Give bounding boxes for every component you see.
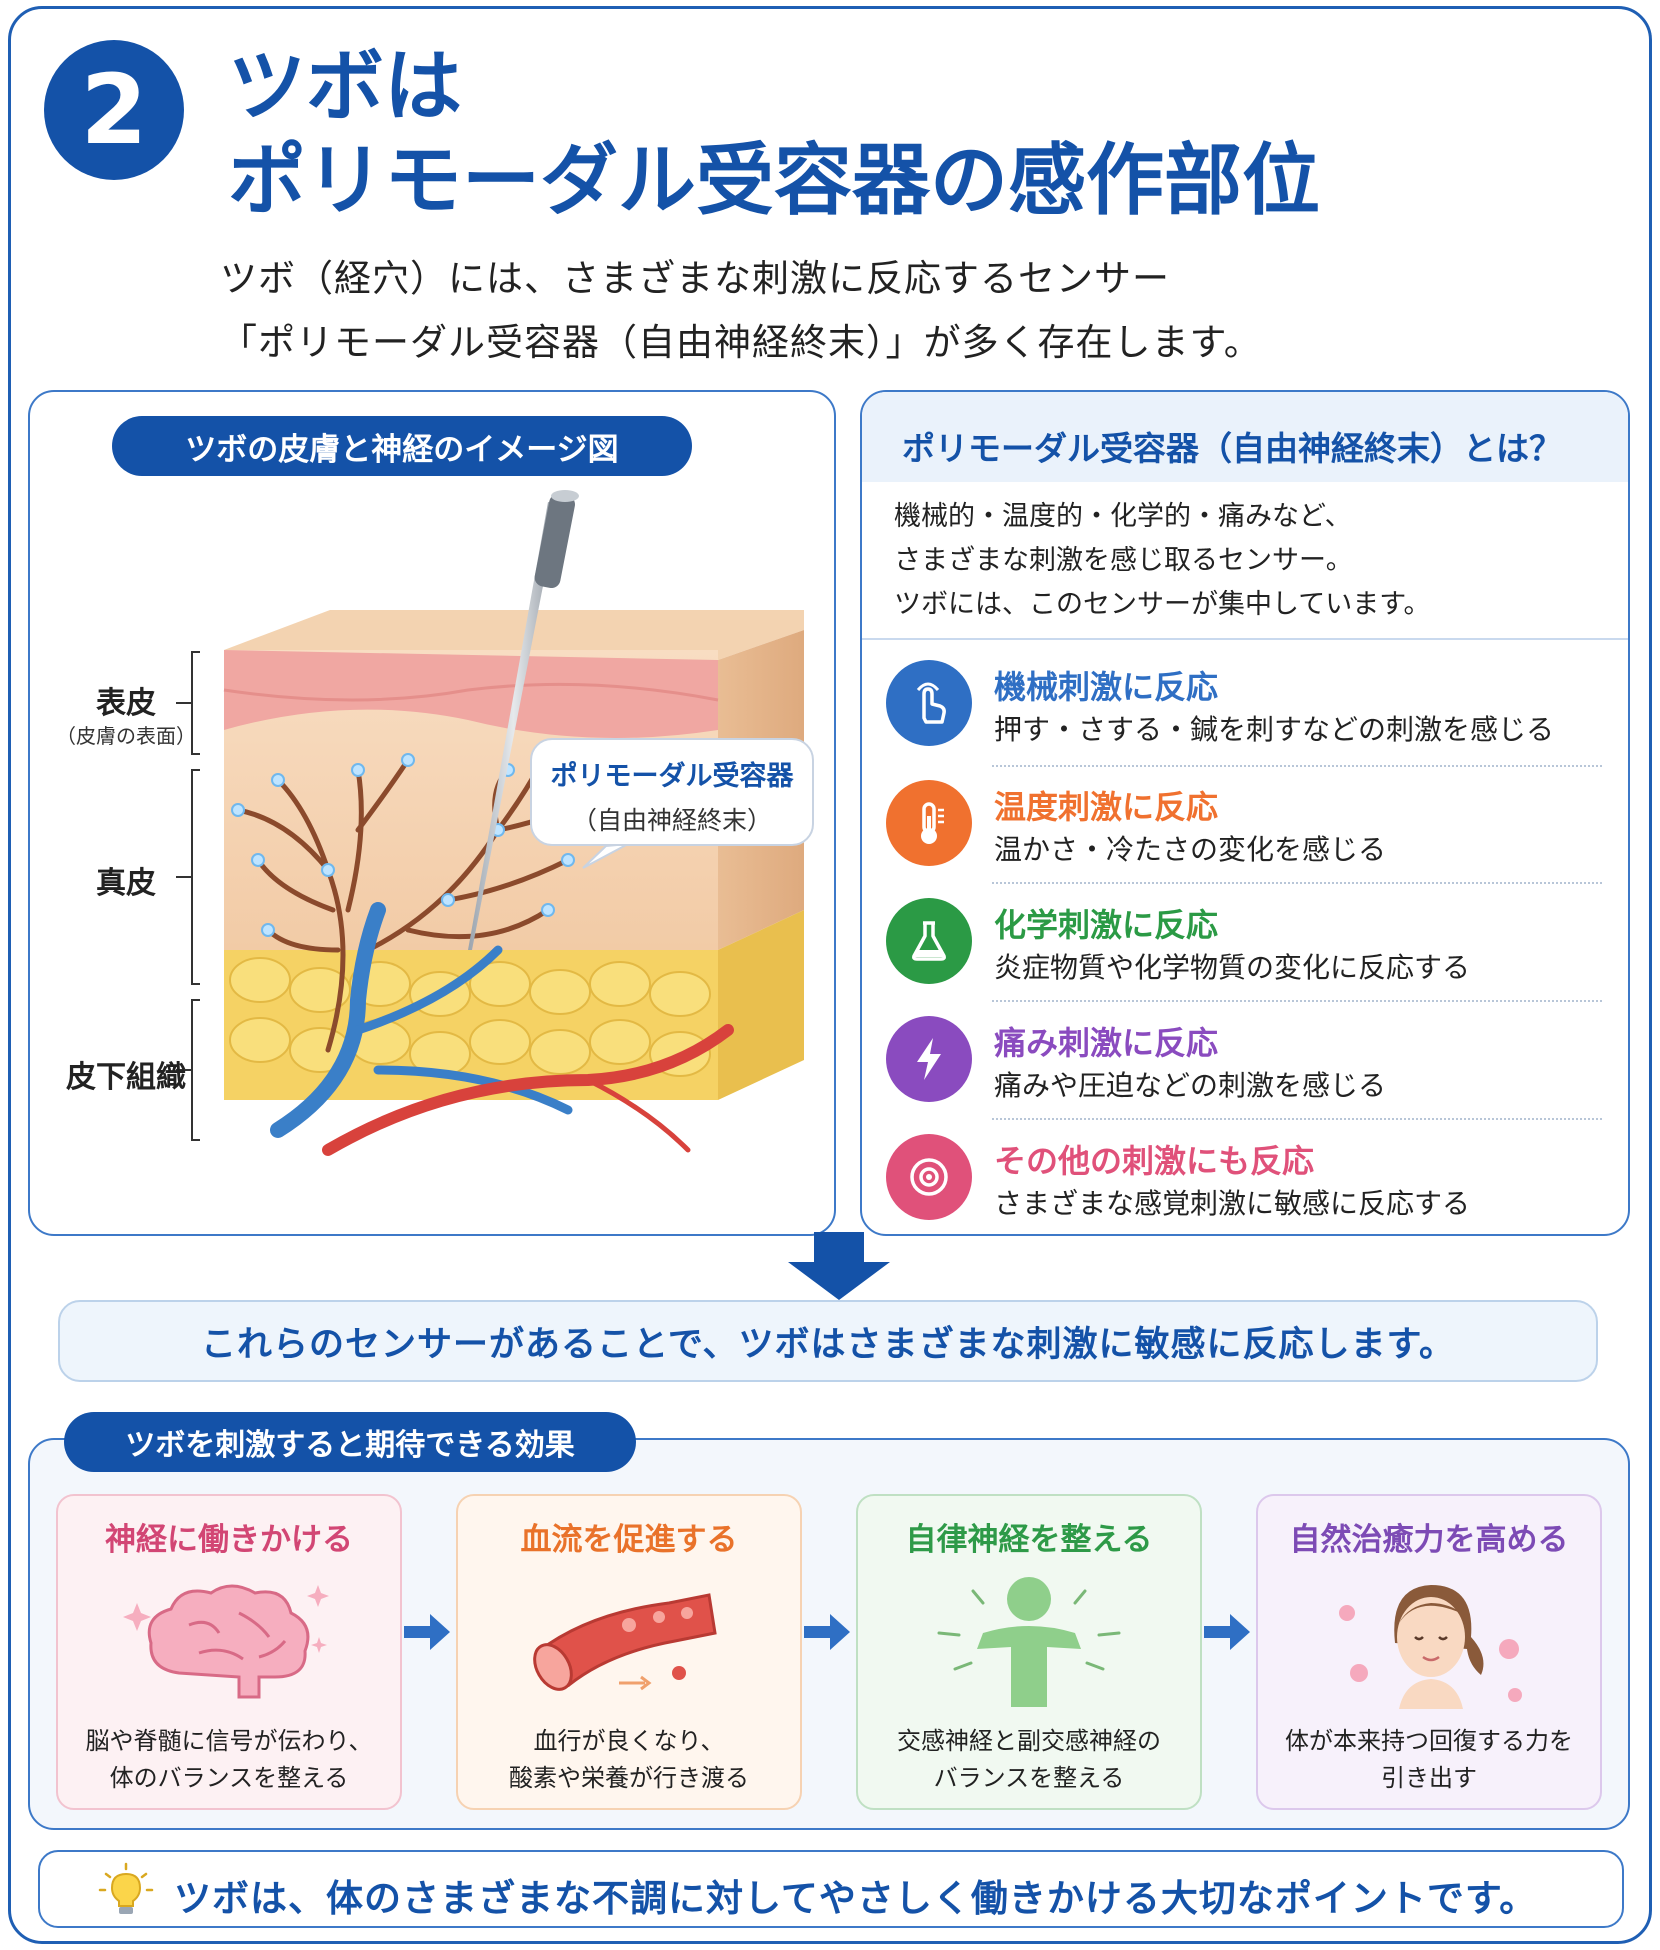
effect-desc-healing-1: 体が本来持つ回復する力を [1285,1727,1573,1755]
effect-card-blood: 血流を促進する 血行が良くなり、 酸素や栄養が行き渡る [456,1494,802,1810]
label-subcutis: 皮下組織 [66,1060,186,1095]
receptor-info-title: ポリモーダル受容器（自由神経終末）とは？ [902,429,1562,468]
diagram-title: ツボの皮膚と神経のイメージ図 [112,416,692,476]
arrow-right-icon [804,1614,850,1650]
skin-illustration [176,490,804,1156]
receptor-item-title-pain: 痛み刺激に反応 [994,1024,1219,1062]
effect-title-blood: 血流を促進する [520,1522,738,1558]
page-title-line1: ツボは [228,42,463,132]
receptor-info-panel: ポリモーダル受容器（自由神経終末）とは？ 機械的・温度的・化学的・痛みなど、 さ… [860,390,1630,1236]
arrow-right-icon [1204,1614,1250,1650]
receptor-callout: ポリモーダル受容器 （自由神経終末） [530,738,814,846]
section-number-badge: 2 [44,40,184,180]
target-icon [886,1134,972,1220]
row-divider [992,1000,1602,1002]
row-divider [992,882,1602,884]
receptor-item-title-mechanical: 機械刺激に反応 [994,668,1219,706]
down-arrow-icon [788,1232,890,1300]
page-title-line2: ポリモーダル受容器の感作部位 [228,136,1321,226]
intro-line1: ツボ（経穴）には、さまざまな刺激に反応するセンサー [220,257,1170,300]
effect-title-autonomic: 自律神経を整える [905,1522,1153,1558]
label-dermis: 真皮 [96,866,156,901]
receptor-desc-line3: ツボには、このセンサーが集中しています。 [894,589,1431,620]
acupuncture-needle [468,490,579,950]
effect-desc-healing-2: 引き出す [1381,1764,1477,1793]
effect-card-healing: 自然治癒力を高める 体が本来持つ回復する力を 引き出す [1256,1494,1602,1810]
blood-vessel [322,1024,734,1156]
brain-icon [123,1584,329,1699]
main-nerve [270,902,386,1138]
effect-desc-autonomic-1: 交感神経と副交感神経の [897,1727,1161,1755]
receptor-info-header [862,392,1628,482]
receptor-info-divider [862,638,1628,640]
section-number: 2 [80,54,148,166]
effect-title-healing: 自然治癒力を高める [1289,1522,1569,1558]
hand-pointer-icon [886,660,972,746]
effect-title-nerve: 神経に働きかける [105,1522,353,1558]
intro-line2: 「ポリモーダル受容器（自由神経終末）」が多く存在します。 [220,321,1262,364]
receptor-item-desc-mechanical: 押す・さする・鍼を刺すなどの刺激を感じる [994,713,1555,746]
receptor-item-title-thermal: 温度刺激に反応 [994,788,1219,826]
blood-vessel-icon [533,1593,717,1691]
row-divider [992,765,1602,767]
lightning-icon [886,1016,972,1102]
effect-desc-nerve-1: 脳や脊髄に信号が伝わり、 [85,1727,373,1755]
effect-desc-blood-1: 血行が良くなり、 [533,1727,725,1755]
receptor-item-desc-other: さまざまな感覚刺激に敏感に反応する [994,1187,1471,1220]
label-epidermis: 表皮 [96,686,156,721]
effect-card-nerve: 神経に働きかける 脳や脊髄に信号が伝わり、 体のバランスを整える [56,1494,402,1810]
layer-brackets [176,651,200,1141]
receptor-item-title-other: その他の刺激にも反応 [994,1142,1315,1180]
effects-title: ツボを刺激すると期待できる効果 [64,1412,636,1472]
callout-line1: ポリモーダル受容器 [550,761,794,792]
receptor-item-desc-chemical: 炎症物質や化学物質の変化に反応する [994,951,1471,984]
footer-text: ツボは、体のさまざまな不調に対してやさしく働きかける大切なポイントです。 [174,1877,1538,1920]
effect-desc-blood-2: 酸素や栄養が行き渡る [509,1764,749,1793]
summary-banner: これらのセンサーがあることで、ツボはさまざまな刺激に敏感に反応します。 [58,1300,1598,1382]
lightbulb-icon [98,1862,154,1914]
effect-desc-nerve-2: 体のバランスを整える [109,1764,349,1793]
label-epidermis-sub: （皮膚の表面） [56,724,196,748]
receptor-item-desc-pain: 痛みや圧迫などの刺激を感じる [994,1069,1387,1102]
callout-line2: （自由神経終末） [571,806,772,835]
receptor-desc-line2: さまざまな刺激を感じ取るセンサー。 [894,545,1353,576]
receptor-desc-line1: 機械的・温度的・化学的・痛みなど、 [894,501,1352,532]
woman-face-icon [1339,1585,1522,1709]
person-icon [937,1577,1121,1707]
arrow-right-icon [404,1614,450,1650]
flask-icon [886,898,972,984]
effect-card-autonomic: 自律神経を整える 交感神経と副交感神経の バランスを整える [856,1494,1202,1810]
receptor-item-title-chemical: 化学刺激に反応 [994,906,1219,944]
row-divider [992,1118,1602,1120]
footer-tip: ツボは、体のさまざまな不調に対してやさしく働きかける大切なポイントです。 [38,1850,1624,1928]
thermometer-icon [886,780,972,866]
effect-desc-autonomic-2: バランスを整える [933,1764,1125,1793]
receptor-item-desc-thermal: 温かさ・冷たさの変化を感じる [994,833,1387,866]
